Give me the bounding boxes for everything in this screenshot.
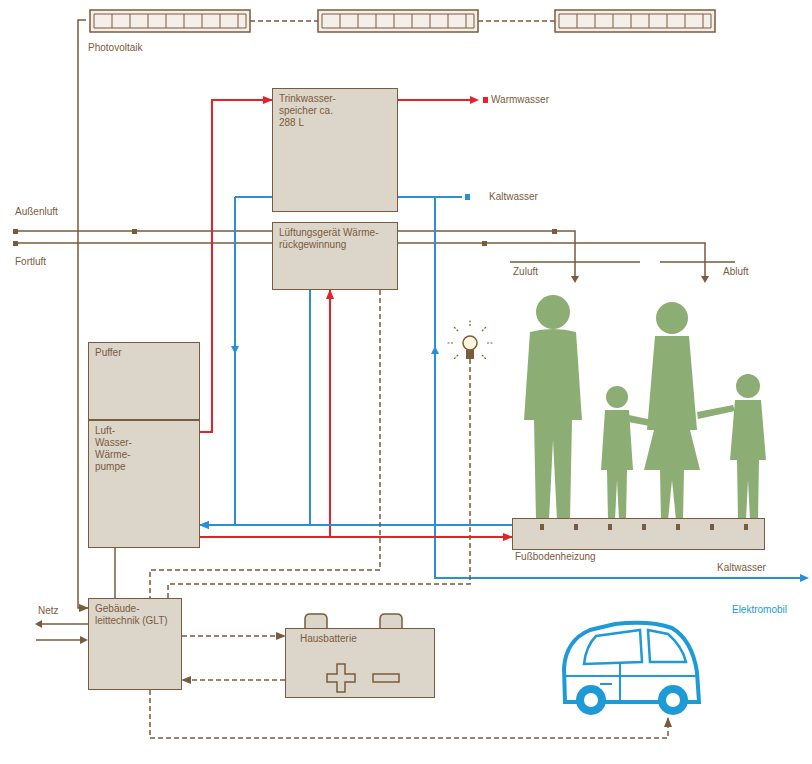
- buffer-tank: Puffer: [88, 342, 200, 420]
- heat-pump: Luft- Wasser- Wärme- pumpe: [88, 420, 200, 548]
- connector: [78, 20, 88, 608]
- node-label: Puffer: [95, 347, 193, 359]
- family-figures: [524, 295, 766, 520]
- node-label: Gebäude- leittechnik (GLT): [95, 603, 175, 627]
- node-label: Luft- Wasser- Wärme- pumpe: [95, 425, 145, 473]
- grid-label: Netz: [37, 605, 60, 617]
- duct-label: Außenluft: [14, 206, 59, 218]
- pipe-end: [465, 194, 470, 200]
- ventilation-unit: Lüftungsgerät Wärme- rückgewinnung: [272, 222, 398, 290]
- grid-arrow: [35, 620, 42, 628]
- building-control: Gebäude- leittechnik (GLT): [88, 598, 182, 690]
- pv-cells: [94, 14, 711, 28]
- cold-water-pipes: [235, 197, 800, 578]
- connector: [182, 679, 285, 681]
- node-label: Trinkwasser- speicher ca. 288 L: [279, 93, 341, 129]
- pipe-arrow: [231, 346, 239, 354]
- floor-heating: Fußbodenheizung: [512, 518, 765, 550]
- pipe-label: Warmwasser: [490, 94, 550, 106]
- pipe-label: Kaltwasser: [716, 562, 767, 574]
- pipe-arrow: [470, 96, 479, 104]
- node-label: Photovoltaik: [88, 42, 725, 54]
- car-icon: [564, 623, 699, 715]
- storage-tank: Trinkwasser- speicher ca. 288 L: [272, 88, 398, 212]
- node-label: Elektromobil: [555, 604, 787, 616]
- connector: [200, 524, 512, 526]
- connector: [200, 100, 272, 432]
- duct-label: Abluft: [722, 266, 750, 278]
- connector: [200, 536, 512, 538]
- node-label: Lüftungsgerät Wärme- rückgewinnung: [279, 227, 391, 251]
- heating-pipes: [512, 518, 765, 550]
- pipe-arrow: [800, 574, 809, 582]
- pipe-arrow: [431, 346, 439, 354]
- connector: [114, 548, 116, 598]
- lamp-icon: [447, 320, 493, 359]
- pipe-end: [483, 97, 488, 103]
- house-battery: Hausbatterie: [285, 628, 435, 698]
- warm-water-pipe: [398, 99, 470, 101]
- grid-arrow: [80, 636, 88, 644]
- node-label: Hausbatterie: [300, 633, 420, 645]
- pv-array: Photovoltaik: [86, 6, 725, 59]
- duct-label: Fortluft: [14, 256, 47, 268]
- pv-link: [250, 20, 555, 22]
- node-caption: Fußbodenheizung: [515, 551, 596, 563]
- lamp-wire: [168, 359, 470, 598]
- pipe-label: Kaltwasser: [488, 191, 539, 203]
- connector: [200, 290, 310, 525]
- connector: [182, 635, 285, 637]
- battery-terminals: [305, 614, 402, 629]
- connector: [200, 290, 330, 537]
- pv-panels: [90, 10, 715, 32]
- duct-label: Zuluft: [512, 266, 539, 278]
- electric-car: Elektromobil: [555, 598, 791, 718]
